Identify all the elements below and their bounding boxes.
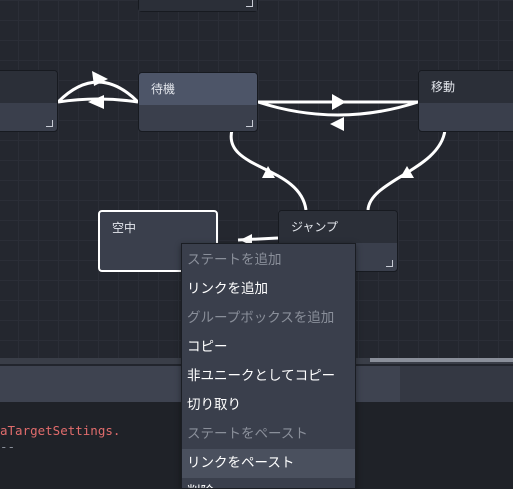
menu-item-copy[interactable]: コピー [187,339,228,355]
menu-item-add-link[interactable]: リンクを追加 [187,281,268,297]
splitter-handle[interactable] [370,358,513,362]
state-node-label: 空中 [100,212,216,244]
link-idle-move-lower [257,100,419,117]
arrow-move-jump [400,166,414,178]
arrow-idle-left [88,95,104,109]
resize-grip-icon[interactable] [246,0,253,7]
link-idle-jump [229,129,308,211]
state-links [56,71,447,246]
resize-grip-icon[interactable] [386,260,393,267]
menu-item-paste-link[interactable]: リンクをペースト [182,449,355,478]
menu-item-cut[interactable]: 切り取り [187,397,241,413]
state-node-label: 待機 [139,73,257,105]
resize-grip-icon[interactable] [246,120,253,127]
menu-item-add-group-box: グループボックスを追加 [187,310,335,326]
arrow-idle-move [332,94,346,110]
state-node-label [0,71,57,103]
state-node-left[interactable] [0,70,58,132]
menu-item-delete[interactable]: 削除 [182,478,355,488]
state-node-label: 移動 [419,71,513,103]
console-separator-line: -- [0,439,16,454]
state-node-idle[interactable]: 待機 [138,72,258,132]
menu-item-copy-non-unique[interactable]: 非ユニークとしてコピー [187,368,336,384]
state-node-label: ジャンプ [279,211,397,243]
menu-item-paste-state: ステートをペースト [187,426,308,442]
arrow-left-idle [92,71,108,86]
menu-item-add-state: ステートを追加 [187,252,282,268]
resize-grip-icon[interactable] [46,120,53,127]
state-node-label [139,0,257,11]
state-graph-canvas[interactable]: 待機 移動 空中 ジャンプ [0,0,513,362]
console-error-line: aTargetSettings. [0,423,121,438]
state-node-top[interactable] [138,0,258,12]
context-menu: ステートを追加 リンクを追加 グループボックスを追加 コピー 非ユニークとしてコ… [181,243,356,489]
arrow-move-idle [330,117,344,131]
state-node-move[interactable]: 移動 [418,70,513,132]
arrow-idle-jump [262,166,275,178]
